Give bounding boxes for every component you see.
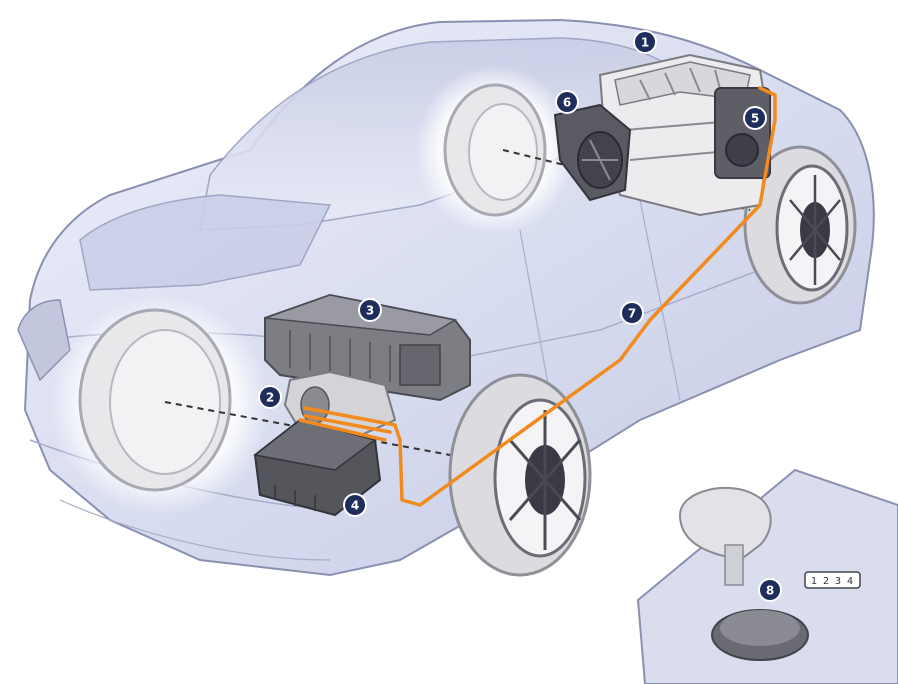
power-electronics	[253, 418, 382, 517]
high-voltage-cable	[298, 86, 777, 507]
callout-badge-label: 7	[628, 307, 636, 321]
selector-inset: 1 2 3 4	[636, 468, 898, 684]
callout-badge-8: 8	[758, 578, 782, 602]
rear-left-wheel	[50, 295, 270, 515]
callout-badge-label: 2	[266, 391, 274, 405]
callout-badge-label: 4	[351, 499, 359, 513]
callout-badges: 1 2 3 4 5 6 7 8	[258, 30, 782, 602]
gear-indicator-text: 1 2 3 4	[811, 576, 853, 587]
rear-right-wheel	[448, 373, 592, 577]
callout-badge-6: 6	[555, 90, 579, 114]
callout-badge-label: 8	[766, 584, 774, 598]
callout-badge-4: 4	[343, 493, 367, 517]
callout-badge-5: 5	[743, 106, 767, 130]
callout-badge-2: 2	[258, 385, 282, 409]
callout-badge-label: 3	[366, 304, 374, 318]
gearbox	[553, 103, 632, 202]
gear-indicator	[804, 571, 861, 589]
callout-badge-label: 1	[641, 36, 649, 50]
callout-badge-7: 7	[620, 301, 644, 325]
callout-badge-3: 3	[358, 298, 382, 322]
starter-generator	[714, 87, 771, 179]
front-right-wheel	[743, 145, 857, 305]
callout-badge-1: 1	[633, 30, 657, 54]
front-left-wheel	[415, 65, 575, 235]
callout-badge-label: 6	[563, 96, 571, 110]
callout-badge-label: 5	[751, 112, 759, 126]
